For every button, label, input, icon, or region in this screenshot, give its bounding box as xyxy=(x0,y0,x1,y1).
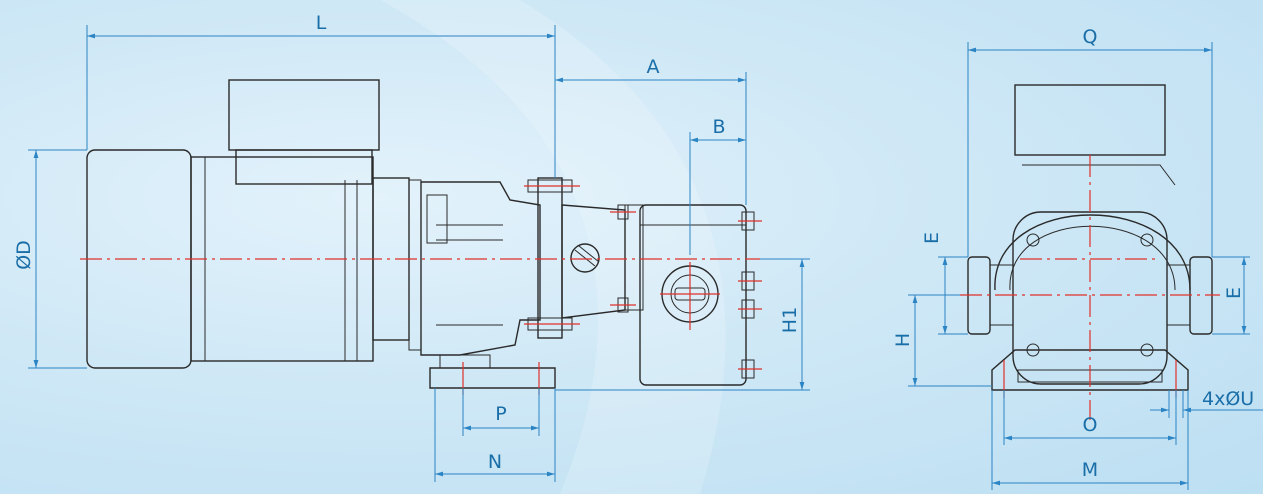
drain-plug xyxy=(570,243,600,273)
base-foot xyxy=(429,367,556,389)
label-E-left: E xyxy=(921,232,943,244)
side-view-dimensions: L A B ØD H1 P N xyxy=(13,12,810,482)
label-U: 4xØU xyxy=(1202,388,1254,410)
front-view xyxy=(960,84,1220,420)
label-O: O xyxy=(1083,414,1098,436)
background-swoosh xyxy=(380,0,726,494)
coupling-flange xyxy=(537,177,563,339)
label-H1: H1 xyxy=(779,307,801,333)
front-view-dimensions: Q E E H O M 4xØU xyxy=(892,26,1263,490)
bolt-hole xyxy=(1026,233,1040,247)
front-terminal-box xyxy=(1014,84,1166,156)
pump-head xyxy=(639,204,747,386)
terminal-box xyxy=(228,79,380,151)
label-A: A xyxy=(647,56,660,78)
motor-fan-cover xyxy=(86,149,192,369)
pump-bracket xyxy=(420,181,541,356)
label-M: M xyxy=(1082,459,1098,481)
label-B: B xyxy=(712,116,725,138)
bolt-hole xyxy=(1140,233,1154,247)
label-N: N xyxy=(488,451,502,473)
side-view xyxy=(80,79,762,395)
label-Q: Q xyxy=(1083,26,1098,48)
label-D: ØD xyxy=(13,240,35,270)
terminal-box-base xyxy=(235,149,373,185)
label-L: L xyxy=(316,12,327,34)
front-motor-arc xyxy=(994,214,1191,291)
label-H: H xyxy=(892,333,914,347)
label-E-right: E xyxy=(1223,287,1245,299)
label-P: P xyxy=(495,403,506,425)
